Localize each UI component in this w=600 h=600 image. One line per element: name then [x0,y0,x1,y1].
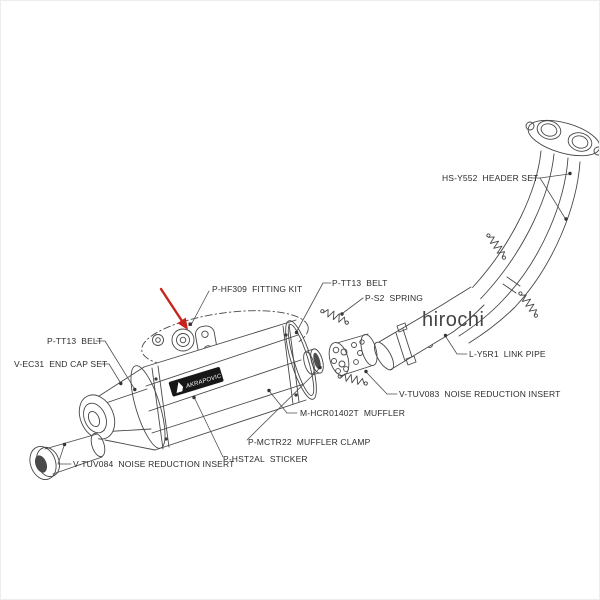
part-name: HEADER SET [482,173,539,183]
part-label-header-set: HS-Y552 HEADER SET [442,173,538,183]
part-label-muffler: M-HCR01402T MUFFLER [300,408,405,418]
part-code: P-TT13 [47,336,77,346]
part-label-muffler-clamp: P-MCTR22 MUFFLER CLAMP [248,437,370,447]
part-label-insert-left: V-TUV084 NOISE REDUCTION INSERT [73,459,234,469]
part-name: END CAP SET [49,359,108,369]
part-name: LINK PIPE [503,349,546,359]
part-label-end-cap: V-EC31 END CAP SET [14,359,107,369]
part-label-spring: P-S2 SPRING [365,293,423,303]
part-name: SPRING [389,293,423,303]
watermark: hirochi [422,309,485,331]
part-name: MUFFLER CLAMP [296,437,371,447]
part-name: NOISE REDUCTION INSERT [118,459,235,469]
part-code: P-HF309 [212,284,248,294]
part-name: MUFFLER [363,408,406,418]
part-name: NOISE REDUCTION INSERT [444,389,561,399]
part-name: STICKER [269,454,308,464]
muffler-drawing: AKRAPOVIC [73,318,323,452]
muffler-clamp-sleeve-drawing [302,347,326,375]
spring-ps2 [320,306,351,326]
part-label-belt-right: P-TT13 BELT [332,278,387,288]
part-label-sticker: P-HST2AL STICKER [223,454,308,464]
part-name: BELT [366,278,388,288]
part-name: FITTING KIT [252,284,303,294]
noise-reduction-insert-left-drawing [25,432,107,484]
part-code: P-HST2AL [223,454,265,464]
part-label-belt-left: P-TT13 BELT [47,336,102,346]
link-pipe-drawing [371,286,484,373]
part-code: L-Y5R1 [469,349,499,359]
part-code: V-TUV083 [399,389,440,399]
part-code: P-MCTR22 [248,437,292,447]
part-code: V-EC31 [14,359,45,369]
spring-lower [337,371,368,387]
part-code: P-TT13 [332,278,362,288]
spring-header-lower [517,289,541,318]
spring-header-upper [485,231,509,260]
part-label-fitting-kit: P-HF309 FITTING KIT [212,284,302,294]
leader-lines [58,171,572,464]
highlight-arrow [161,289,188,330]
part-code: M-HCR01402T [300,408,359,418]
noise-reduction-insert-right-drawing [326,333,380,378]
part-code: HS-Y552 [442,173,478,183]
part-name: BELT [81,336,103,346]
part-label-link-pipe: L-Y5R1 LINK PIPE [469,349,546,359]
part-code: V-TUV084 [73,459,114,469]
part-code: P-S2 [365,293,385,303]
part-label-insert-right: V-TUV083 NOISE REDUCTION INSERT [399,389,560,399]
